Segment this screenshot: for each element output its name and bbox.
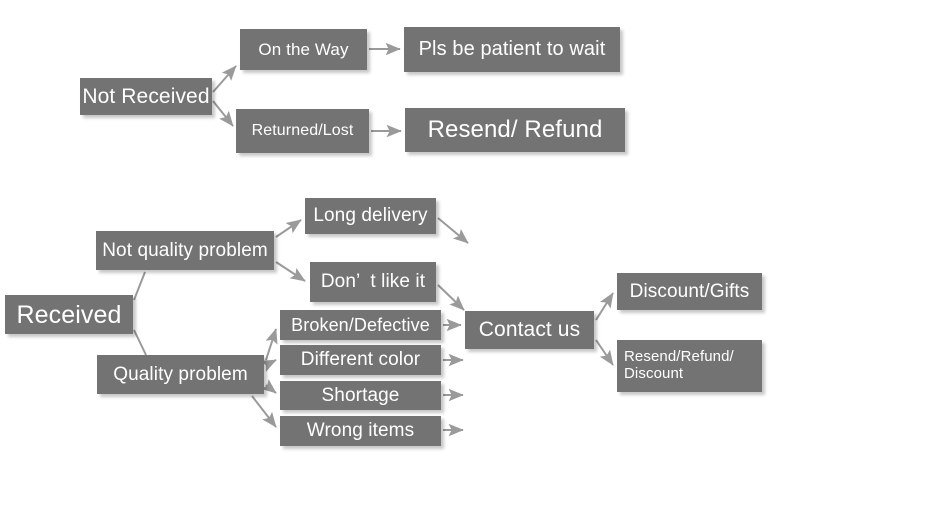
node-not-quality-problem[interactable]: Not quality problem (96, 231, 274, 270)
edge-long-delivery-to-contact-us (437, 217, 469, 244)
edge-dont-like-to-contact-us (437, 284, 465, 311)
edge-received-to-not-quality (133, 271, 146, 301)
node-long-delivery[interactable]: Long delivery (305, 198, 436, 234)
edge-not-quality-to-long-delivery (275, 219, 302, 238)
node-different-color[interactable]: Different color (280, 345, 441, 375)
edge-not-received-to-returned-lost (212, 100, 234, 127)
edge-quality-to-diff-color (260, 359, 277, 372)
node-on-the-way[interactable]: On the Way (240, 29, 367, 70)
node-received[interactable]: Received (5, 295, 133, 334)
edge-not-quality-to-dont-like (275, 261, 306, 282)
node-dont-like-it[interactable]: Don’ t like it (310, 262, 436, 302)
edge-quality-to-broken (265, 328, 278, 361)
node-shortage[interactable]: Shortage (280, 381, 441, 410)
node-wrong-items[interactable]: Wrong items (280, 416, 441, 446)
edge-contact-us-to-resend-refund-discount (595, 339, 614, 366)
node-returned-lost[interactable]: Returned/Lost (236, 109, 369, 153)
edge-received-to-quality (133, 329, 147, 356)
edge-contact-us-to-discount-gifts (595, 292, 614, 321)
node-pls-be-patient-to-wait[interactable]: Pls be patient to wait (404, 27, 620, 72)
node-contact-us[interactable]: Contact us (465, 311, 594, 349)
edge-quality-to-wrong-items (251, 395, 277, 428)
node-broken-defective[interactable]: Broken/Defective (280, 310, 441, 340)
node-not-received[interactable]: Not Received (80, 78, 212, 115)
node-resend-refund[interactable]: Resend/ Refund (405, 108, 625, 152)
node-quality-problem[interactable]: Quality problem (97, 355, 264, 394)
edge-quality-to-shortage (260, 379, 277, 394)
node-discount-gifts[interactable]: Discount/Gifts (617, 273, 762, 310)
edge-not-received-to-on-the-way (212, 65, 237, 93)
node-resend-refund-discount[interactable]: Resend/Refund/ Discount (617, 340, 762, 392)
